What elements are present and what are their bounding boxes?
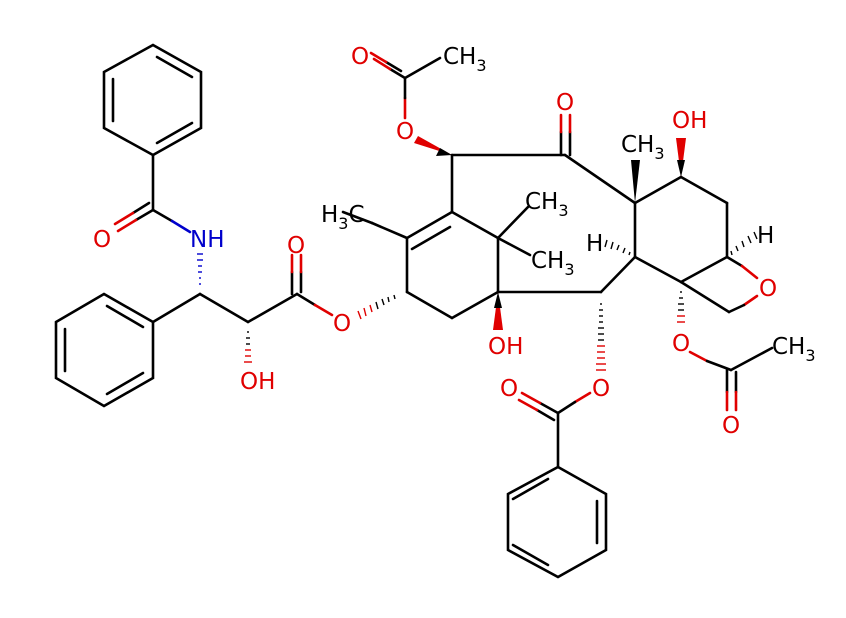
atom-o-acetyl-top-link: O xyxy=(396,119,414,145)
stereo-wedges xyxy=(414,136,686,330)
atom-ch3-acetyl-right: CH3 xyxy=(772,334,816,365)
atom-oh-bridgehead: OH xyxy=(488,334,523,360)
atom-ch3-acetyl-top: CH3 xyxy=(443,44,487,75)
atom-labels: O NH O O OH H3C O CH3 O O CH3 OH CH3 CH3… xyxy=(93,44,816,439)
benzene-ring-left xyxy=(54,292,155,408)
atom-o-ester-carbonyl: O xyxy=(287,233,305,259)
benzene-ring-top xyxy=(102,43,203,157)
atom-o-benzoate-carbonyl: O xyxy=(500,376,518,402)
atom-o-acetyl-top-carbonyl: O xyxy=(351,44,369,70)
atom-o-benzoate-link: O xyxy=(592,376,610,402)
atom-h-ring: H xyxy=(586,231,603,257)
stereo-hashes xyxy=(197,231,758,371)
atom-o-ester-link: O xyxy=(333,311,351,337)
atom-ch3-gem2: CH3 xyxy=(531,248,575,279)
atom-nh: NH xyxy=(190,227,225,253)
atom-o-acetyl-right-carbonyl: O xyxy=(722,413,740,439)
atom-ch3-gem1: CH3 xyxy=(525,189,569,220)
bonds xyxy=(54,43,774,579)
atom-oh-side: OH xyxy=(240,369,275,395)
atom-oh-top-right: OH xyxy=(672,108,707,134)
atom-o-amide: O xyxy=(93,227,111,253)
atom-o-oxetane: O xyxy=(759,276,777,302)
benzene-ring-bottom xyxy=(506,465,608,579)
atom-ch3-angular: CH3 xyxy=(621,132,665,163)
atom-h3c-left: H3C xyxy=(321,202,365,233)
atom-o-acetyl-right-link: O xyxy=(672,331,690,357)
atom-o-ketone: O xyxy=(556,90,574,116)
atom-h-oxetane: H xyxy=(757,223,774,249)
